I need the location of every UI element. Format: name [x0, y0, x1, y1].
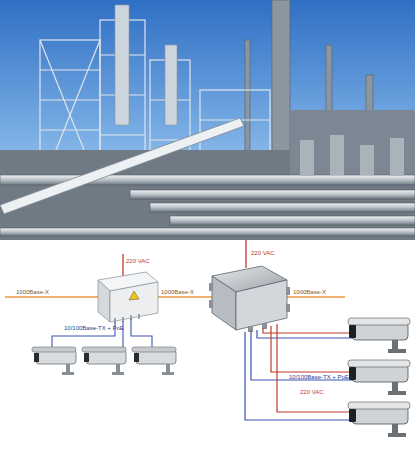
- wire-label: 220 VAC: [251, 250, 275, 257]
- wire-label: 10/100Base-TX + PoE: [289, 374, 349, 381]
- wire-label: 1000Base-X: [161, 289, 194, 296]
- wire-label: 10/100Base-TX + PoE: [64, 325, 124, 332]
- wire-label: 220 VAC: [126, 258, 150, 265]
- wire-label: 1000Base-X: [293, 289, 326, 296]
- wire-label: 220 VAC: [300, 389, 324, 396]
- wire-label: 1000Base-X: [16, 289, 49, 296]
